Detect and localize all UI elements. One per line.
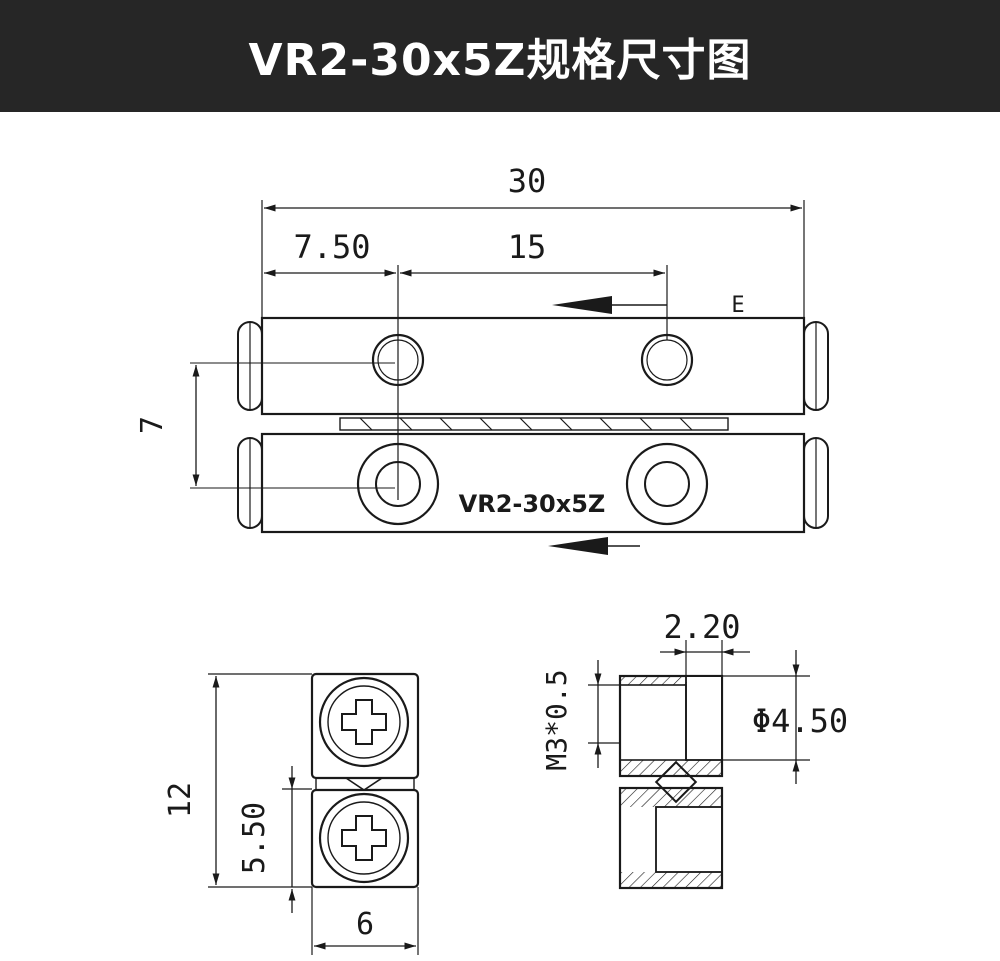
dim-half-height: 5.50 bbox=[237, 802, 272, 874]
lower-block bbox=[310, 788, 420, 889]
dim-hole-offset: 7.50 bbox=[293, 228, 370, 266]
direction-arrow-icon bbox=[548, 537, 608, 555]
screw-head-icon bbox=[318, 676, 410, 768]
section-view: 2.20 M3*0.5 Φ4.50 bbox=[540, 608, 848, 890]
phillips-cross-icon bbox=[341, 699, 387, 745]
screw-head-icon bbox=[318, 792, 410, 884]
upper-rail bbox=[260, 316, 806, 416]
dim-overall-length: 30 bbox=[508, 162, 547, 200]
end-view: 12 5.50 6 bbox=[163, 672, 420, 955]
dim-counterbore-depth: 2.20 bbox=[663, 608, 740, 646]
dim-rail-pitch: 7 bbox=[135, 416, 170, 434]
roller-cage bbox=[339, 417, 729, 431]
top-view: 30 7.50 15 E bbox=[135, 162, 829, 555]
dim-thread: M3*0.5 bbox=[540, 669, 573, 770]
counterbore-hole bbox=[625, 442, 709, 526]
counterbore-hole bbox=[356, 442, 440, 526]
direction-arrow-icon bbox=[552, 296, 612, 314]
dim-width: 6 bbox=[356, 907, 374, 942]
title-bar: VR2-30x5Z规格尺寸图 bbox=[0, 0, 1000, 112]
dim-counterbore-diameter: Φ4.50 bbox=[752, 702, 848, 740]
phillips-cross-icon bbox=[341, 815, 387, 861]
mounting-hole bbox=[640, 333, 694, 387]
dim-hole-pitch: 15 bbox=[508, 228, 547, 266]
dim-height: 12 bbox=[163, 782, 198, 818]
part-marking: VR2-30x5Z bbox=[459, 490, 606, 518]
page-title: VR2-30x5Z规格尺寸图 bbox=[248, 35, 752, 86]
end-mark-label: E bbox=[731, 293, 744, 318]
mounting-hole bbox=[371, 333, 425, 387]
